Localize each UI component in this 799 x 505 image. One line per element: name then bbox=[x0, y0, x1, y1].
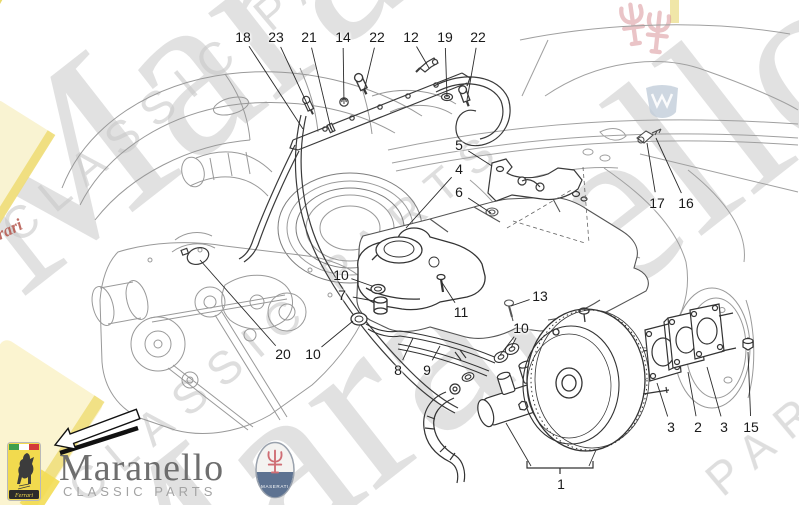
leader-line bbox=[351, 278, 373, 287]
callout-8: 8 bbox=[394, 362, 402, 378]
leader-line bbox=[342, 47, 345, 105]
leader-line bbox=[656, 382, 669, 417]
callout-6: 6 bbox=[455, 184, 463, 200]
callout-9: 9 bbox=[423, 362, 431, 378]
callout-22: 22 bbox=[470, 29, 486, 45]
callout-3: 3 bbox=[667, 419, 675, 435]
leader-line bbox=[499, 336, 515, 356]
callout-16: 16 bbox=[678, 195, 694, 211]
leader-line bbox=[352, 296, 375, 302]
callout-23: 23 bbox=[268, 29, 284, 45]
leader-line bbox=[311, 47, 332, 130]
callout-1: 1 bbox=[557, 476, 565, 492]
leader-lines bbox=[199, 45, 752, 417]
leader-line bbox=[440, 280, 456, 304]
callout-17: 17 bbox=[649, 195, 665, 211]
leader-line bbox=[321, 320, 354, 348]
part1-bracket bbox=[505, 422, 597, 474]
leader-line bbox=[706, 366, 722, 417]
callout-13: 13 bbox=[532, 288, 548, 304]
callout-18: 18 bbox=[235, 29, 251, 45]
leader-line bbox=[402, 337, 414, 361]
leader-line bbox=[363, 47, 375, 92]
leader-line bbox=[510, 299, 530, 307]
callout-14: 14 bbox=[335, 29, 351, 45]
leader-line bbox=[687, 371, 697, 417]
callout-22: 22 bbox=[369, 29, 385, 45]
leader-line bbox=[655, 137, 682, 194]
callout-12: 12 bbox=[403, 29, 419, 45]
callout-2: 2 bbox=[694, 419, 702, 435]
callout-4: 4 bbox=[455, 161, 463, 177]
body-clip-part bbox=[636, 128, 662, 144]
leader-line bbox=[646, 142, 656, 193]
brand-name: Maranello bbox=[59, 447, 225, 489]
leader-line bbox=[280, 46, 311, 111]
callout-5: 5 bbox=[455, 137, 463, 153]
leader-line bbox=[510, 337, 517, 349]
leader-line bbox=[405, 176, 452, 229]
trident-icon bbox=[267, 449, 283, 474]
callout-19: 19 bbox=[437, 29, 453, 45]
brake-servo bbox=[522, 307, 670, 452]
reservoir-pipes bbox=[365, 323, 520, 382]
nut-part-15 bbox=[742, 337, 754, 351]
leader-line bbox=[431, 345, 441, 361]
mounting-bracket-part bbox=[487, 158, 588, 202]
leader-line bbox=[416, 46, 430, 69]
callout-10: 10 bbox=[305, 346, 321, 362]
servo-spacers-gaskets bbox=[644, 287, 755, 409]
prancing-horse-icon bbox=[17, 453, 34, 490]
callout-7: 7 bbox=[338, 287, 346, 303]
callout-10: 10 bbox=[333, 267, 349, 283]
leader-line bbox=[199, 259, 277, 347]
long-hose bbox=[294, 114, 459, 414]
ferrari-badge: Ferrari bbox=[7, 442, 41, 501]
callout-10: 10 bbox=[513, 320, 529, 336]
leader-line bbox=[444, 47, 448, 98]
leader-line bbox=[466, 47, 477, 101]
spacer-part-7 bbox=[373, 296, 388, 315]
banjo-hose bbox=[423, 383, 466, 484]
leader-line bbox=[467, 197, 492, 214]
callout-11: 11 bbox=[453, 304, 469, 320]
callout-21: 21 bbox=[301, 29, 317, 45]
ferrari-badge-label: Ferrari bbox=[14, 493, 33, 499]
callout-20: 20 bbox=[275, 346, 291, 362]
brake-fluid-reservoir bbox=[350, 227, 486, 326]
maserati-badge: MASERATI bbox=[255, 441, 295, 499]
maranello-arrow-logo bbox=[53, 408, 141, 456]
callout-15: 15 bbox=[743, 419, 759, 435]
leader-line bbox=[468, 150, 493, 167]
brand-tagline: CLASSIC PARTS bbox=[63, 484, 217, 499]
maserati-badge-label: MASERATI bbox=[261, 484, 289, 489]
callout-3: 3 bbox=[720, 419, 728, 435]
leader-line bbox=[747, 351, 752, 417]
leader-line bbox=[248, 45, 304, 130]
